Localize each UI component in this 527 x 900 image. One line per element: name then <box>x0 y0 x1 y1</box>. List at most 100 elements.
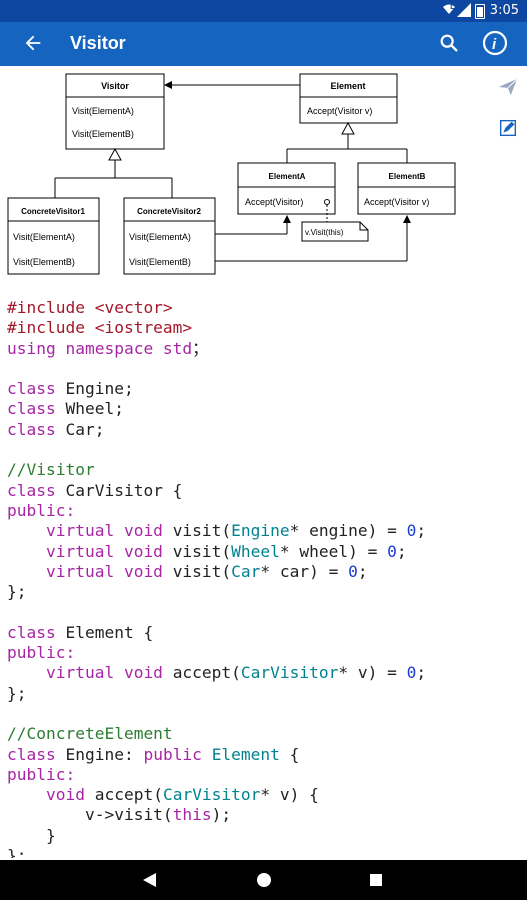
code-line: virtual void visit(Car* car) = 0; <box>7 562 522 582</box>
nav-recents-icon[interactable] <box>370 874 382 886</box>
code-token: ； <box>192 338 209 358</box>
code-token: Element <box>211 744 280 764</box>
code-token: ); <box>211 805 232 825</box>
code-token: virtual void <box>45 561 173 581</box>
code-token: #include <iostream> <box>7 318 193 338</box>
nav-back-icon[interactable] <box>143 873 156 887</box>
code-line: public: <box>7 643 522 663</box>
code-token: Element { <box>65 622 154 642</box>
code-line: } <box>7 826 522 846</box>
code-token: }; <box>7 683 27 703</box>
status-bar: LTE 3:05 <box>0 0 527 22</box>
code-token: class <box>7 744 66 764</box>
code-line: virtual void accept(CarVisitor* v) = 0; <box>7 663 522 683</box>
code-token: Wheel <box>231 541 280 561</box>
code-token: * engine) = <box>289 521 407 541</box>
code-token <box>7 562 46 581</box>
code-line: class Engine; <box>7 379 522 399</box>
nav-home-icon[interactable] <box>257 873 271 887</box>
concrete-visitor2-name: ConcreteVisitor2 <box>137 207 201 216</box>
code-line <box>7 602 522 622</box>
code-token: //ConcreteElement <box>7 724 173 744</box>
page-title: Visitor <box>70 33 126 53</box>
code-token: Wheel; <box>65 399 124 419</box>
code-token: 0 <box>406 521 417 541</box>
concrete-visitor2-method-2: Visit(ElementB) <box>129 257 191 267</box>
code-listing: #include <vector>#include <iostream>usin… <box>7 298 522 858</box>
code-line: public: <box>7 765 522 785</box>
code-token: 0 <box>348 561 358 581</box>
code-token: public <box>143 744 212 764</box>
code-token: ; <box>416 521 427 541</box>
code-token <box>7 785 46 804</box>
code-token: class <box>7 622 66 642</box>
signal-icon <box>457 3 471 17</box>
code-line <box>7 359 522 379</box>
code-line: //ConcreteElement <box>7 724 522 744</box>
code-token: #include <vector> <box>7 298 173 317</box>
code-token: virtual void <box>45 663 173 683</box>
code-token: * v) = <box>338 663 407 683</box>
app-bar: Visitor i <box>0 22 527 66</box>
code-line: }; <box>7 846 522 858</box>
code-line: virtual void visit(Engine* engine) = 0; <box>7 521 522 541</box>
code-token: using namespace std <box>7 338 193 358</box>
code-line: using namespace std； <box>7 339 522 359</box>
code-token: class <box>7 379 66 399</box>
code-line <box>7 440 522 460</box>
code-token: CarVisitor { <box>65 480 183 500</box>
navigation-bar <box>0 860 527 900</box>
code-token: 0 <box>406 663 417 683</box>
send-icon[interactable] <box>497 76 519 98</box>
battery-icon <box>475 4 485 19</box>
visitor-class-name: Visitor <box>101 81 129 91</box>
code-token: void <box>45 785 95 805</box>
element-a-method-1: Accept(Visitor) <box>245 197 303 207</box>
code-token: visit( <box>172 541 232 561</box>
network-label: LTE <box>450 4 463 11</box>
element-b-method-1: Accept(Visitor v) <box>364 197 429 207</box>
code-token: visit( <box>172 521 232 541</box>
code-token: CarVisitor <box>162 785 261 805</box>
visitor-method-1: Visit(ElementA) <box>72 106 134 116</box>
code-token: public: <box>7 643 76 663</box>
code-line: virtual void visit(Wheel* wheel) = 0; <box>7 542 522 562</box>
edit-icon[interactable] <box>497 117 519 139</box>
concrete-visitor1-name: ConcreteVisitor1 <box>21 207 85 216</box>
search-icon[interactable] <box>438 32 460 54</box>
code-token: Car; <box>65 419 105 439</box>
info-icon[interactable]: i <box>482 30 508 56</box>
code-token: accept( <box>172 663 241 683</box>
concrete-visitor1-method-1: Visit(ElementA) <box>13 232 75 242</box>
code-line: //Visitor <box>7 460 522 480</box>
code-token: ; <box>396 541 407 561</box>
element-a-name: ElementA <box>269 172 306 181</box>
concrete-visitor1-method-2: Visit(ElementB) <box>13 257 75 267</box>
code-token: ; <box>357 561 368 581</box>
code-line: public: <box>7 501 522 521</box>
code-token: * wheel) = <box>279 541 388 561</box>
code-token: Engine <box>231 521 290 541</box>
code-line: v->visit(this); <box>7 805 522 825</box>
code-token: virtual void <box>45 541 173 561</box>
code-token <box>7 521 46 540</box>
code-token: class <box>7 419 66 439</box>
status-time: 3:05 <box>489 3 519 18</box>
code-token: Engine; <box>65 379 134 399</box>
code-line: #include <iostream> <box>7 318 522 338</box>
code-line: class Engine: public Element { <box>7 745 522 765</box>
element-b-name: ElementB <box>389 172 426 181</box>
code-token <box>7 663 46 682</box>
code-token: 0 <box>387 541 397 561</box>
arrow-back-icon[interactable] <box>22 32 44 54</box>
code-line <box>7 704 522 724</box>
code-token: visit( <box>172 561 232 581</box>
code-token: Car <box>231 561 261 581</box>
code-token: CarVisitor <box>240 663 339 683</box>
code-line: }; <box>7 582 522 602</box>
code-token: } <box>7 825 56 845</box>
code-token: Engine: <box>65 744 144 764</box>
code-token: //Visitor <box>7 460 95 480</box>
element-class-name: Element <box>330 81 365 91</box>
uml-diagram: Visitor Visit(ElementA) Visit(ElementB) … <box>7 73 456 275</box>
